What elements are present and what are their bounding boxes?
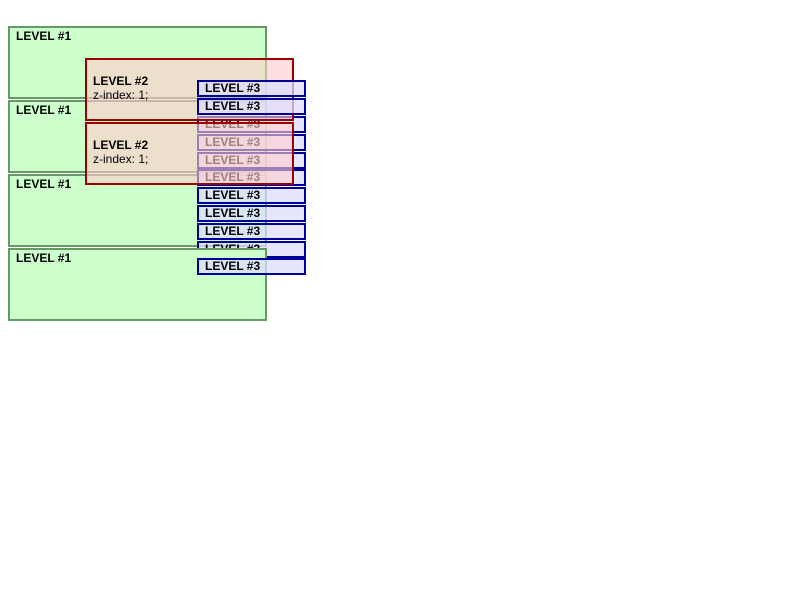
level3-label: LEVEL #3 [205, 81, 261, 95]
level3-label: LEVEL #3 [205, 206, 261, 220]
level3-box: LEVEL #3 [197, 98, 306, 115]
level2-zindex-note: z-index: 1; [93, 88, 149, 102]
level1-label: LEVEL #1 [16, 29, 72, 43]
level2-label: LEVEL #2 [93, 74, 149, 88]
level3-box: LEVEL #3 [197, 205, 306, 222]
level3-box: LEVEL #3 [197, 187, 306, 204]
level3-label: LEVEL #3 [205, 99, 261, 113]
level1-label: LEVEL #1 [16, 103, 72, 117]
level2-box: LEVEL #2 z-index: 1; [85, 122, 294, 185]
level1-label: LEVEL #1 [16, 177, 72, 191]
level1-label: LEVEL #1 [16, 251, 72, 265]
level3-box: LEVEL #3 [197, 223, 306, 240]
level3-box: LEVEL #3 [197, 80, 306, 97]
level2-zindex-note: z-index: 1; [93, 152, 149, 166]
level2-label: LEVEL #2 [93, 138, 149, 152]
level3-label: LEVEL #3 [205, 224, 261, 238]
level3-label: LEVEL #3 [205, 188, 261, 202]
level3-box: LEVEL #3 [197, 258, 306, 275]
level3-label: LEVEL #3 [205, 259, 261, 273]
